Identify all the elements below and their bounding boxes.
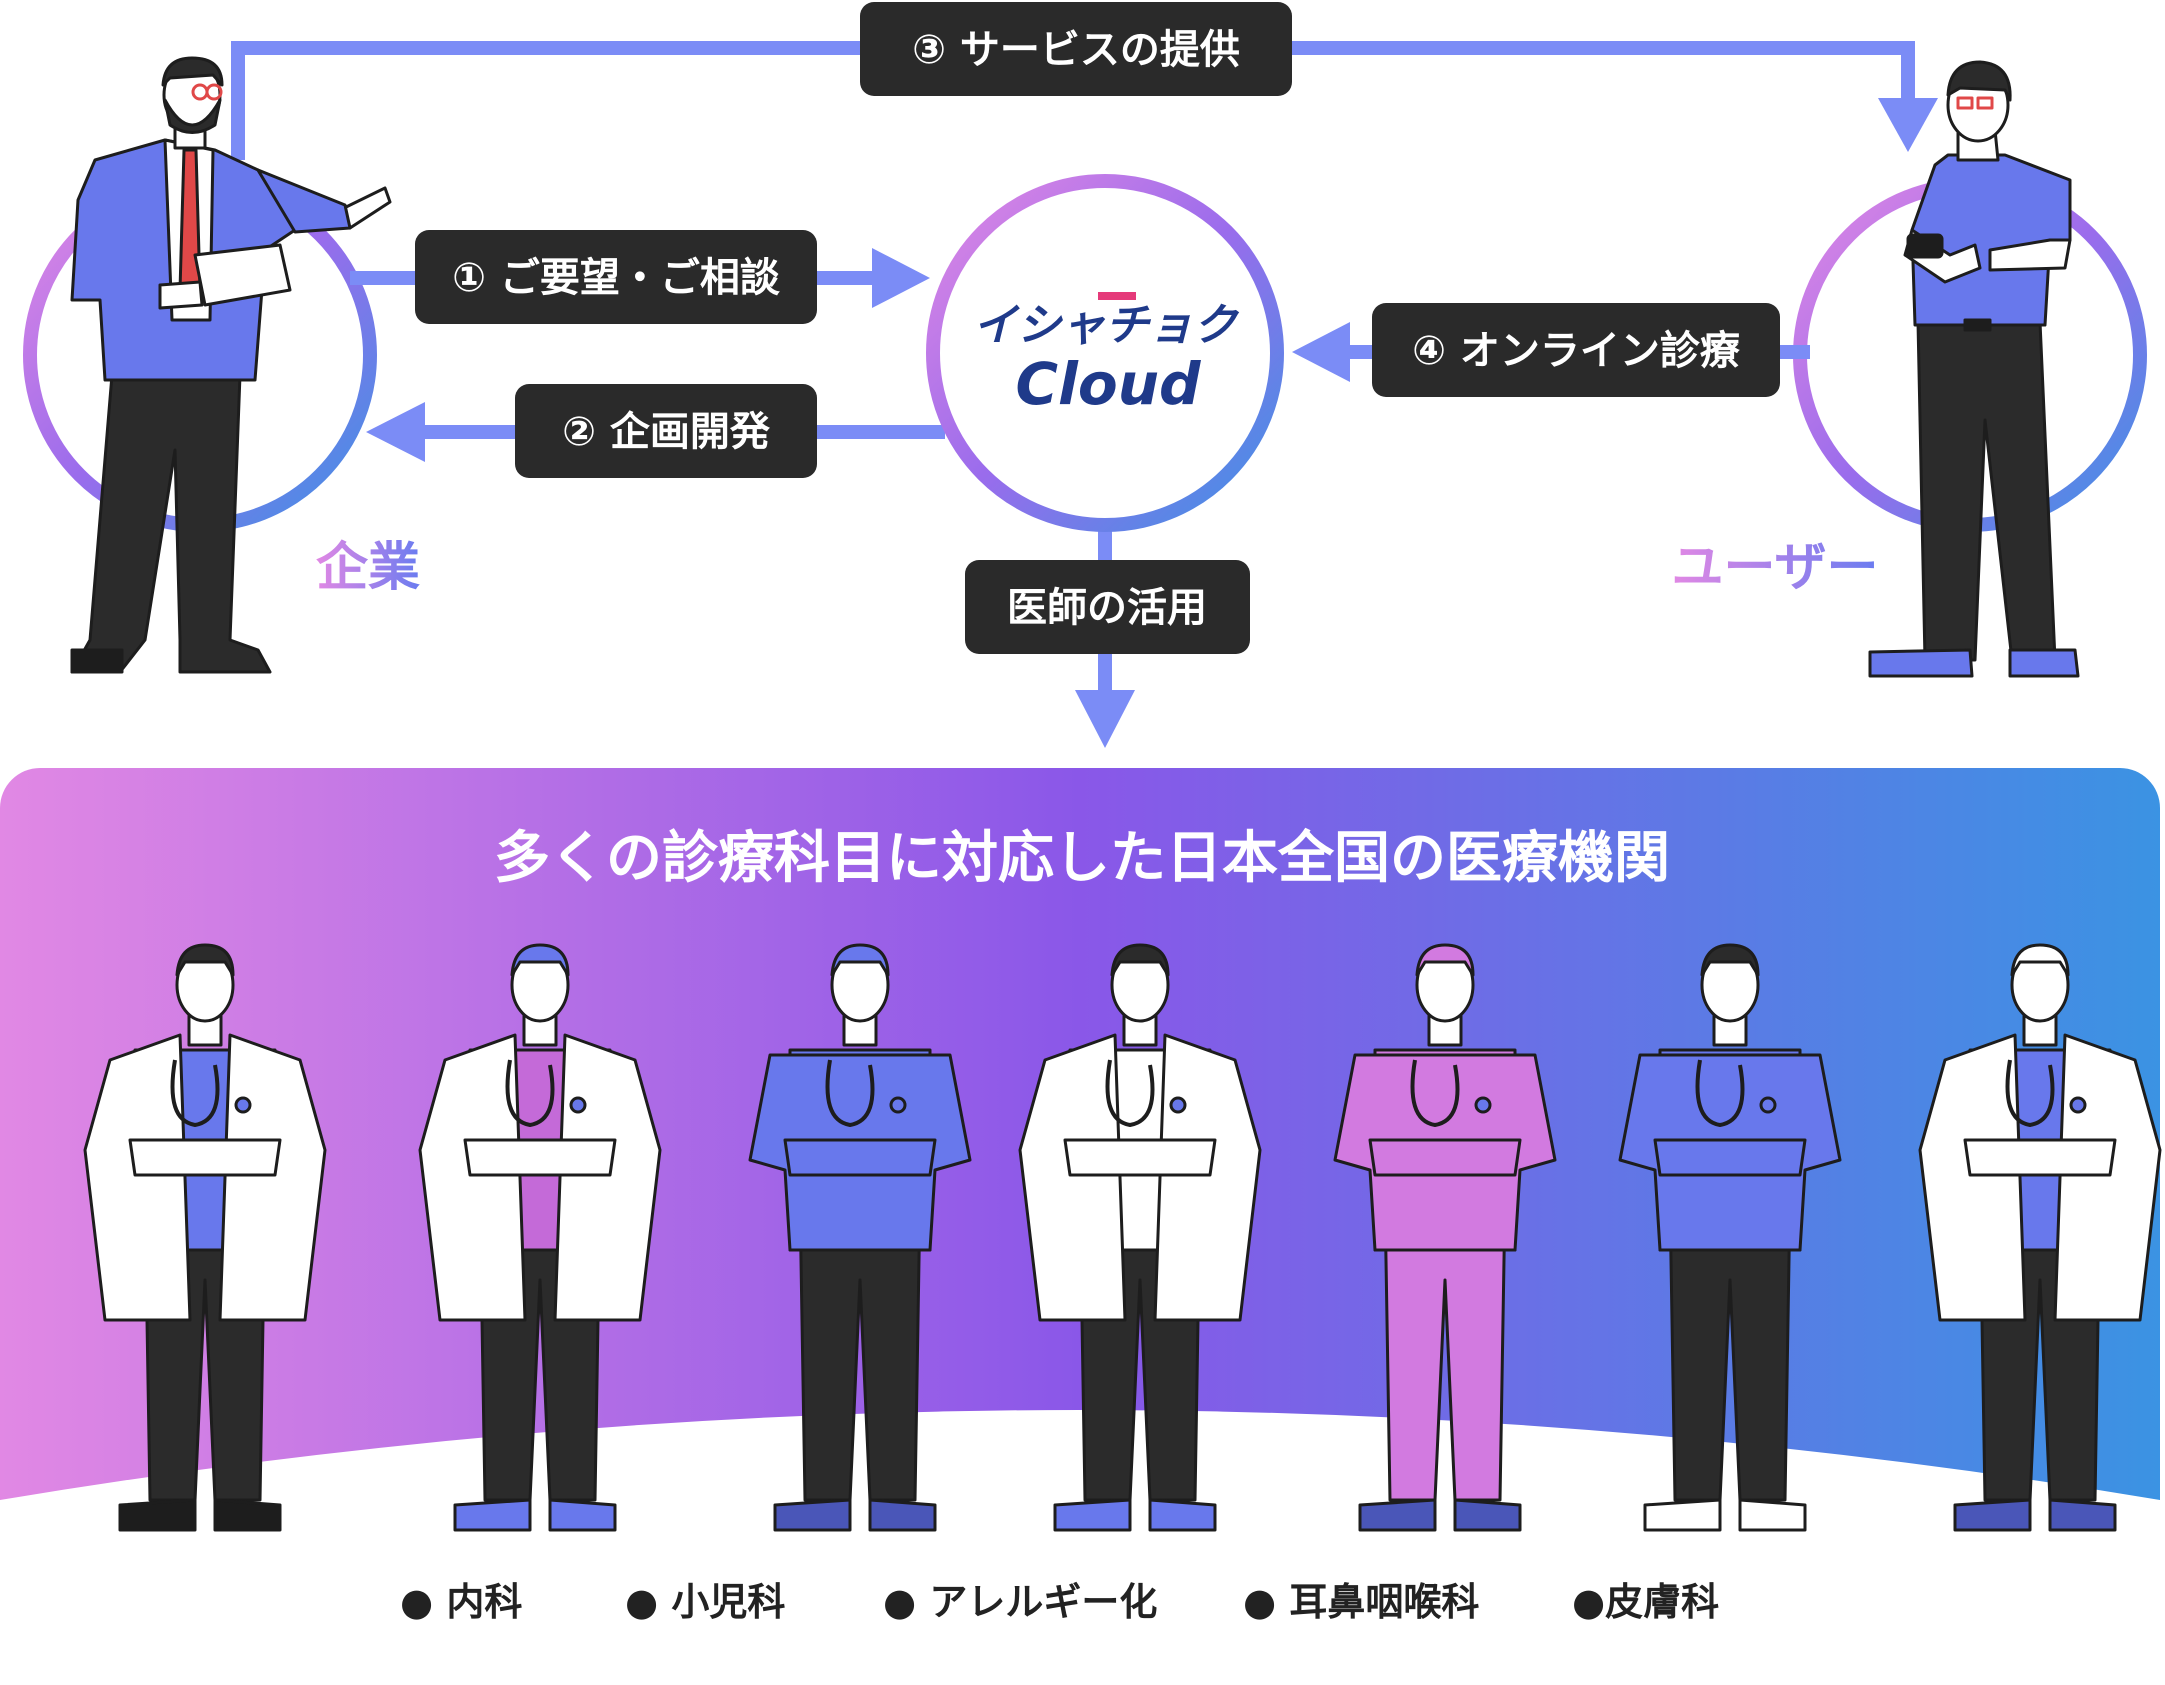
label-company: 企業 [316,538,420,598]
dept-naika: ● 内科 [400,1580,522,1624]
businessman-figure [70,56,392,674]
pill-step3-label: ③ サービスの提供 [912,27,1240,73]
cloud-ring [926,174,1284,532]
pill-step4-label: ④ オンライン診療 [1412,328,1741,374]
doctor-figure-5 [1333,943,1557,1532]
arrow-step3-head [1878,98,1938,152]
arrow-step1-head [872,248,930,308]
pill-step1: ① ご要望・ご相談 [415,230,817,324]
dept-dermatology: ●皮膚科 [1572,1580,1719,1624]
arrow-doctors-head [1075,690,1135,748]
ishachoku-logo: イシャチョク Cloud [973,292,1240,418]
dept-ent: ● 耳鼻咽喉科 [1243,1580,1479,1624]
pill-doctors-label: 医師の活用 [1007,585,1207,631]
arrow-step4-head [1292,322,1350,382]
logo-accent-mark [1098,292,1136,300]
doctor-figure-3 [748,943,972,1532]
doctors-row [83,943,2162,1532]
pill-doctors: 医師の活用 [965,560,1250,654]
doctor-figure-4 [1018,943,1262,1532]
banner-title: 多くの診療科目に対応した日本全国の医療機関 [494,826,1670,891]
dept-allergy: ● アレルギー化 [883,1580,1157,1624]
pill-step4: ④ オンライン診療 [1372,303,1780,397]
logo-line1: イシャチョク [973,300,1240,351]
label-user: ユーザー [1672,538,1879,598]
logo-line2: Cloud [1015,350,1201,418]
doctor-figure-7 [1918,943,2162,1532]
department-list: ● 内科 ● 小児科 ● アレルギー化 ● 耳鼻咽喉科 ●皮膚科 [400,1580,1719,1624]
pill-step1-label: ① ご要望・ご相談 [452,255,780,301]
arrow-step2-head [366,402,425,462]
pill-step2: ② 企画開発 [515,384,817,478]
doctor-figure-6 [1618,943,1842,1532]
doctor-figure-2 [418,943,662,1532]
doctor-figure-1 [83,943,327,1532]
pill-step2-label: ② 企画開発 [562,409,771,455]
dept-shonika: ● 小児科 [625,1580,785,1624]
pill-step3: ③ サービスの提供 [860,2,1292,96]
user-figure [1868,60,2080,678]
